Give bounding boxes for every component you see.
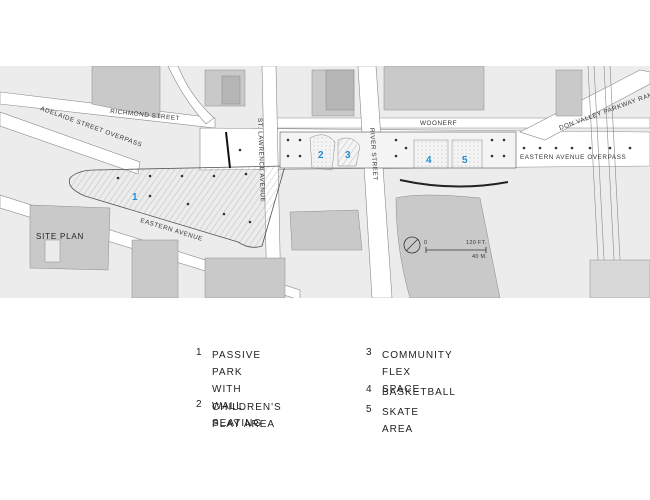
legend-num: 2	[196, 399, 203, 410]
flex-space	[337, 137, 361, 167]
wall-line	[225, 131, 231, 169]
street-label-st-lawrence: ST. LAWRENCE AVENUE	[256, 118, 266, 203]
legend-text: PASSIVE PARK WITH WALL SEATING	[212, 350, 263, 429]
site-plan-label: SITE PLAN	[36, 232, 84, 241]
zone-number-3: 3	[345, 150, 351, 161]
skate-area	[451, 139, 483, 169]
zone-number-2: 2	[318, 150, 324, 161]
scale-bar: 0 120 FT. 40 M.	[424, 240, 487, 260]
legend-num: 5	[366, 404, 373, 415]
legend-text: BASKETBALL	[382, 387, 456, 398]
site-plan-map: RICHMOND STREET ADELAIDE STREET OVERPASS…	[0, 66, 650, 298]
buildings	[29, 66, 650, 298]
passive-park-area	[68, 165, 286, 248]
scale-meters: 40 M.	[472, 254, 487, 260]
legend-text: SKATE AREA	[382, 407, 420, 435]
street-label-woonerf: WOONERF	[420, 120, 457, 127]
street-label-river: RIVER STREET	[368, 128, 379, 181]
rail-lines	[587, 66, 623, 298]
zone-number-5: 5	[462, 155, 468, 166]
street-label-eastern-overpass: EASTERN AVENUE OVERPASS	[520, 154, 626, 161]
legend-num: 1	[196, 347, 203, 358]
north-arrow-icon	[403, 236, 421, 254]
basketball-court	[413, 139, 449, 169]
zone-number-1: 1	[132, 192, 138, 203]
legend-num: 3	[366, 347, 373, 358]
trees	[116, 138, 632, 224]
play-area	[309, 134, 336, 171]
legend-text: CHILDREN'S PLAY AREA	[212, 402, 282, 430]
ramp-arc	[399, 179, 509, 188]
scale-zero: 0	[424, 240, 427, 246]
zone-number-4: 4	[426, 155, 432, 166]
legend-text: COMMUNITY FLEX SPACE	[382, 350, 453, 395]
legend-num: 4	[366, 384, 373, 395]
scale-feet: 120 FT.	[466, 240, 487, 246]
